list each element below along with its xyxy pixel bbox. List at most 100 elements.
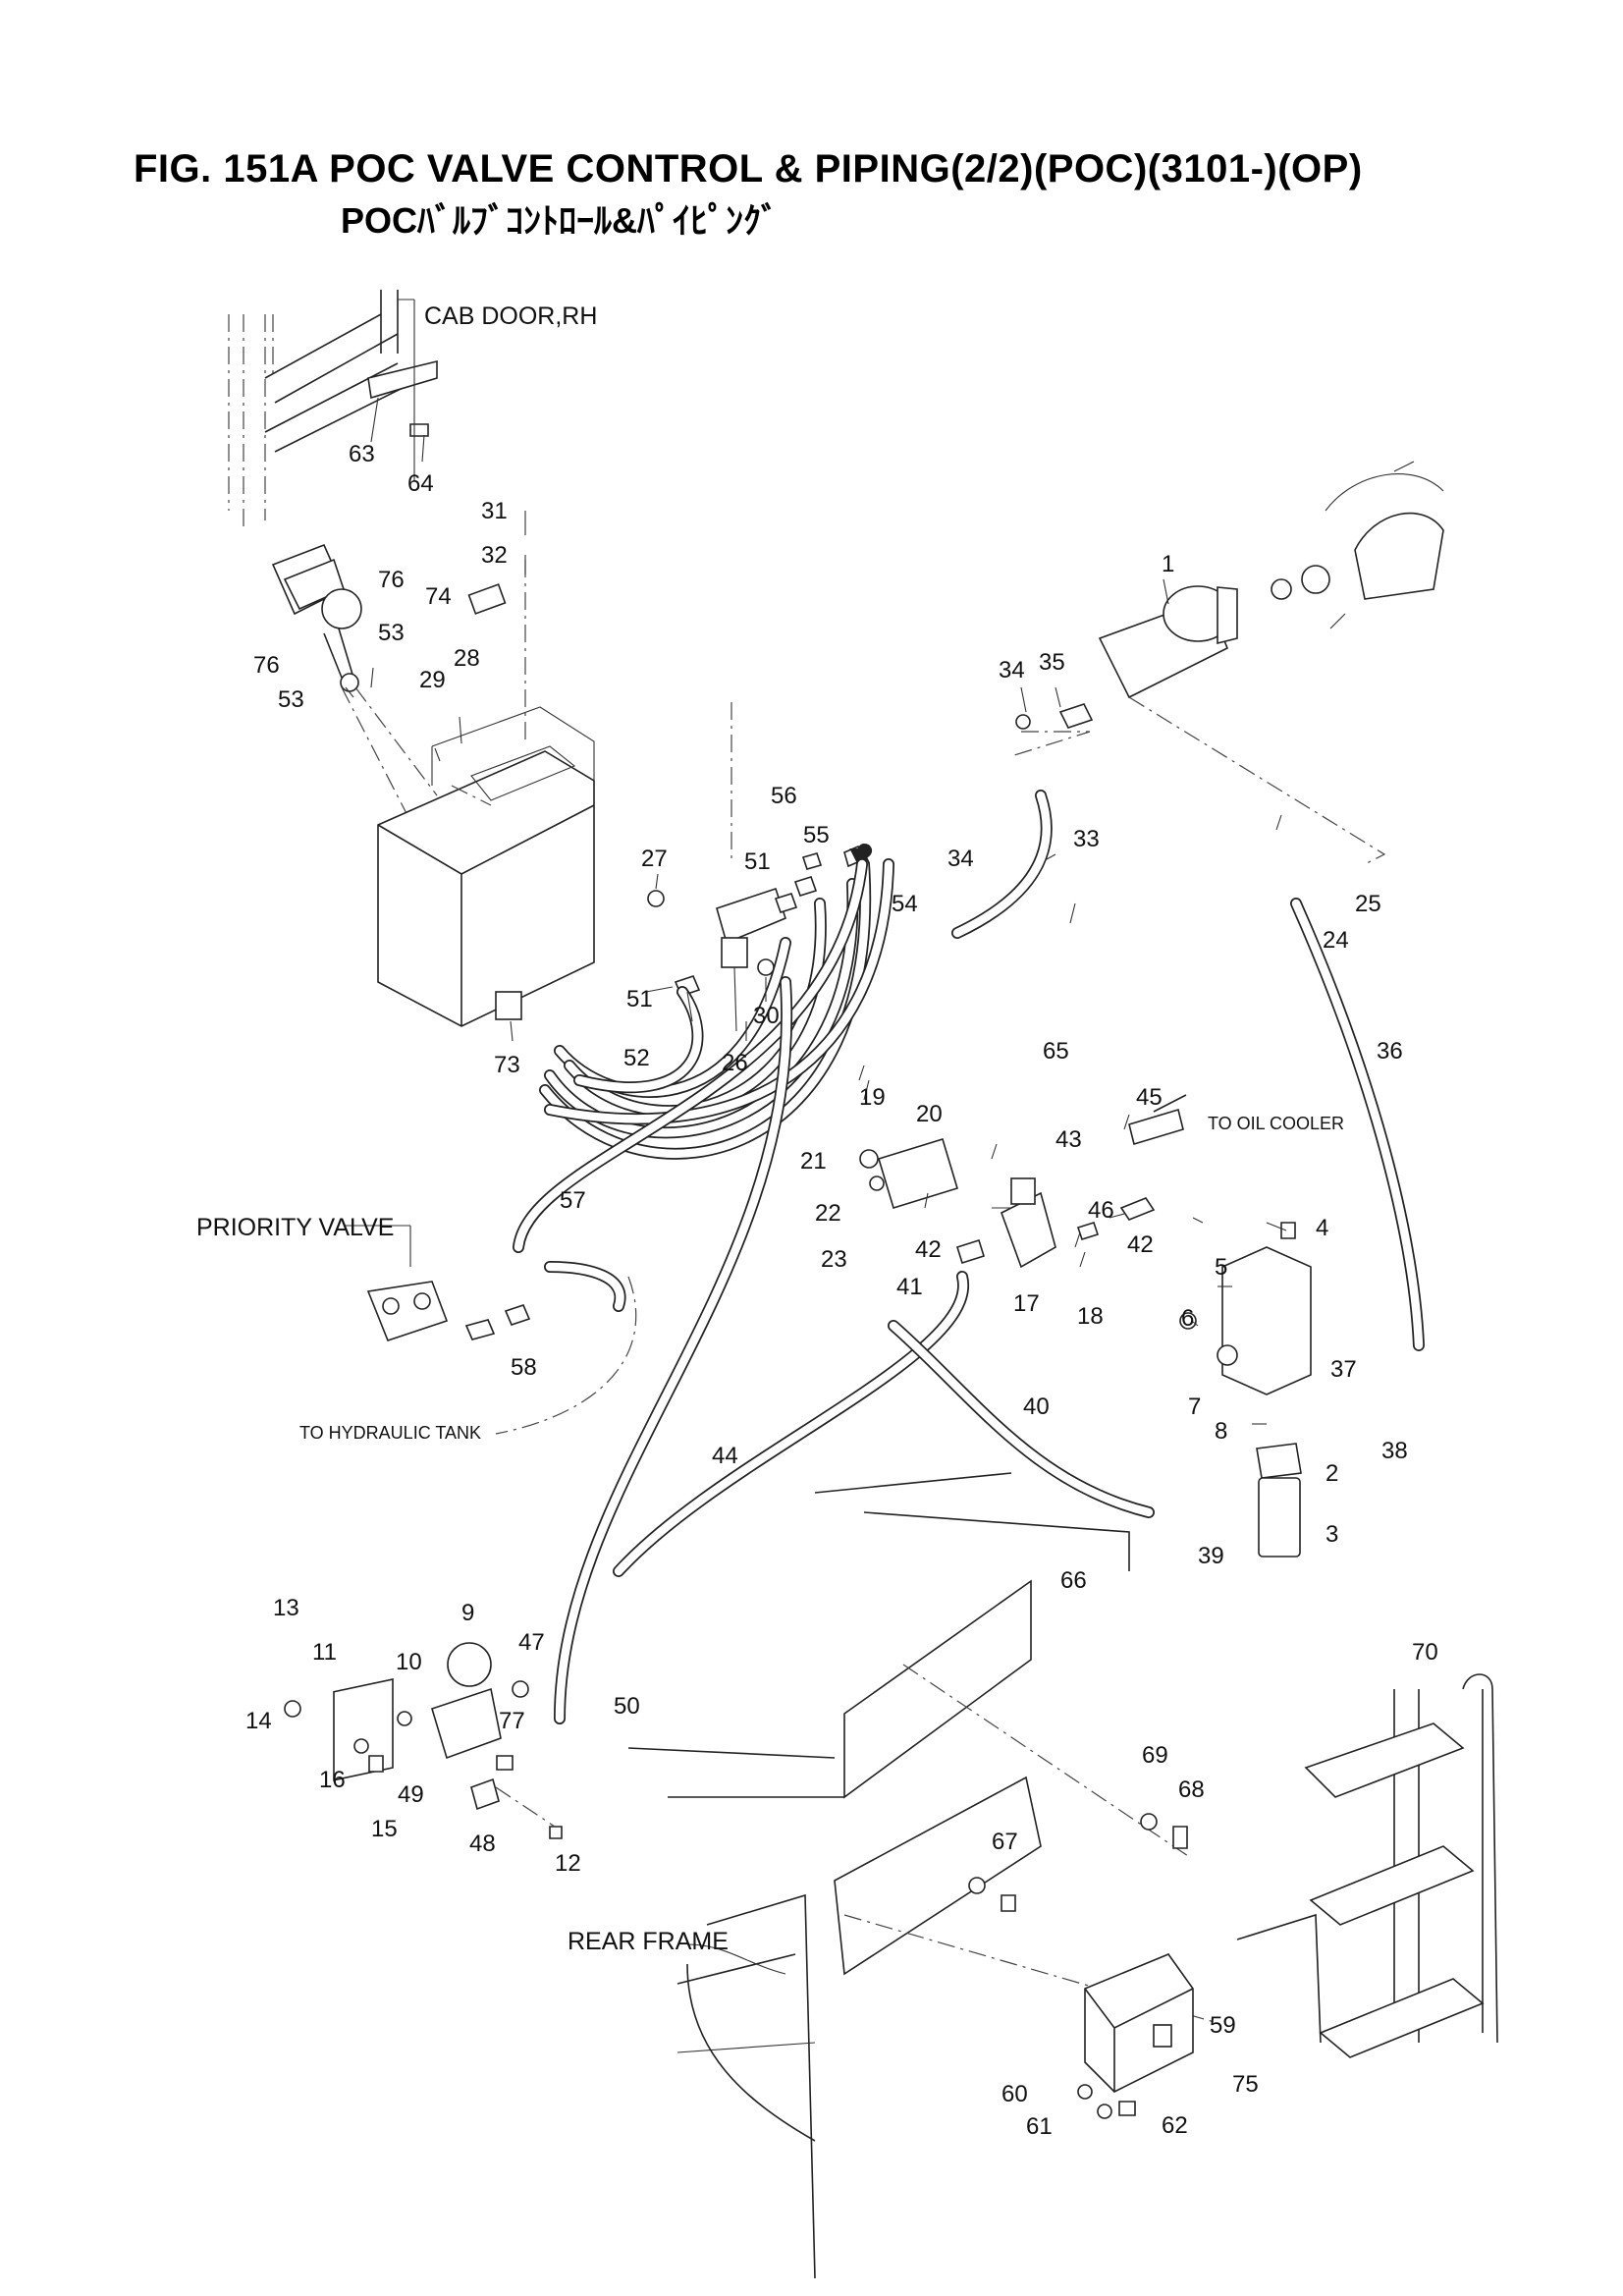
callout-5: 5 [1215,1254,1227,1281]
callout-15: 15 [371,1816,398,1842]
to-hydraulic-tank-label: TO HYDRAULIC TANK [299,1423,481,1443]
callout-55: 55 [803,822,830,848]
callout-13: 13 [273,1595,299,1621]
callout-68: 68 [1178,1777,1205,1803]
callout-51-top: 51 [744,848,771,875]
callout-51-left: 51 [626,986,653,1012]
callout-77: 77 [499,1708,525,1734]
callout-12: 12 [555,1850,581,1877]
callout-35: 35 [1039,649,1065,676]
callout-58: 58 [511,1354,537,1381]
callout-42-right: 42 [1127,1231,1154,1258]
callout-34-top: 34 [999,657,1025,683]
callout-40: 40 [1023,1394,1050,1420]
callout-1: 1 [1162,551,1174,577]
callout-32: 32 [481,542,508,569]
callout-30: 30 [753,1003,780,1029]
callout-61: 61 [1026,2113,1053,2140]
callout-11: 11 [312,1639,337,1666]
callout-24: 24 [1323,927,1349,954]
step-ladder [1236,1673,1498,2058]
valve-block [647,845,863,997]
callout-36: 36 [1377,1038,1403,1065]
callout-23: 23 [821,1246,847,1273]
priority-valve-label: PRIORITY VALVE [196,1214,394,1241]
callout-16: 16 [319,1767,346,1793]
cab-door-drawing [228,290,438,530]
callout-70: 70 [1412,1639,1438,1666]
callout-41: 41 [896,1274,923,1300]
callout-19: 19 [859,1084,886,1111]
rear-frame-label: REAR FRAME [568,1928,729,1955]
callout-73: 73 [494,1052,520,1078]
callout-38: 38 [1381,1438,1408,1464]
callout-46: 46 [1088,1197,1114,1224]
callout-6: 6 [1181,1305,1194,1332]
callout-numbers: 1 2 3 4 5 6 7 8 9 10 11 12 13 14 15 16 1… [245,441,1438,2140]
callout-50: 50 [614,1693,640,1720]
callout-57: 57 [560,1187,586,1214]
callout-69: 69 [1142,1742,1168,1769]
accumulator-assembly [284,1642,563,1839]
cover-box-59 [1077,1953,1194,2119]
callout-39: 39 [1198,1543,1224,1569]
callout-4: 4 [1316,1215,1328,1241]
callout-34-mid: 34 [947,846,974,872]
callout-17: 17 [1013,1290,1040,1317]
callout-74: 74 [425,583,452,610]
label-plate-73 [495,991,522,1020]
cab-door-label: CAB DOOR,RH [424,302,597,330]
callout-14: 14 [245,1708,272,1734]
callout-48: 48 [469,1831,496,1857]
callout-33: 33 [1073,826,1100,852]
callout-29: 29 [419,667,446,693]
callout-53-left: 53 [278,686,304,713]
callout-9: 9 [461,1600,474,1626]
callout-2: 2 [1325,1460,1338,1487]
console-box [377,560,732,1027]
figure-title: FIG. 151A POC VALVE CONTROL & PIPING(2/2… [134,147,1363,191]
callout-67: 67 [992,1829,1018,1855]
hose-lines [495,790,1425,1724]
callout-44: 44 [712,1443,738,1469]
callout-47: 47 [518,1629,545,1656]
callout-18: 18 [1077,1303,1104,1330]
callout-62: 62 [1162,2112,1188,2139]
priority-valve [344,1225,531,1341]
callout-64: 64 [407,470,434,497]
callout-3: 3 [1325,1521,1338,1548]
callout-75: 75 [1232,2071,1259,2098]
control-lever [271,543,438,826]
callout-10: 10 [396,1649,422,1675]
callout-26: 26 [722,1050,748,1076]
callout-45: 45 [1136,1084,1163,1111]
callout-43: 43 [1055,1126,1082,1153]
callout-8: 8 [1215,1418,1227,1445]
label-plate-74 [467,583,507,615]
callout-42-left: 42 [915,1236,942,1263]
callout-76-left: 76 [253,652,280,679]
leader-lines [345,397,1346,1425]
callout-59: 59 [1210,2012,1236,2039]
callout-37: 37 [1330,1356,1357,1383]
callout-63: 63 [349,441,375,467]
callout-65: 65 [1043,1038,1069,1065]
callout-21: 21 [800,1148,827,1175]
callout-25: 25 [1355,891,1381,917]
callout-7: 7 [1188,1394,1201,1420]
callout-49: 49 [398,1781,424,1808]
callout-60: 60 [1001,2081,1028,2107]
callout-56: 56 [771,783,797,809]
callout-20: 20 [916,1101,943,1127]
callout-31: 31 [481,498,508,524]
figure-subtitle-japanese: POCﾊﾞﾙﾌﾞｺﾝﾄﾛｰﾙ&ﾊﾟｲﾋﾟﾝｸﾞ [341,200,780,241]
callout-52: 52 [623,1045,650,1071]
valve-17 [859,1094,1187,1269]
callout-27: 27 [641,846,668,872]
to-oil-cooler-label: TO OIL COOLER [1208,1114,1344,1133]
pump-assembly [1010,461,1444,865]
rear-frame-drawing [627,1472,1218,2279]
callout-66: 66 [1060,1567,1087,1594]
filter-assembly [1179,1222,1312,1558]
callout-28: 28 [454,645,480,672]
